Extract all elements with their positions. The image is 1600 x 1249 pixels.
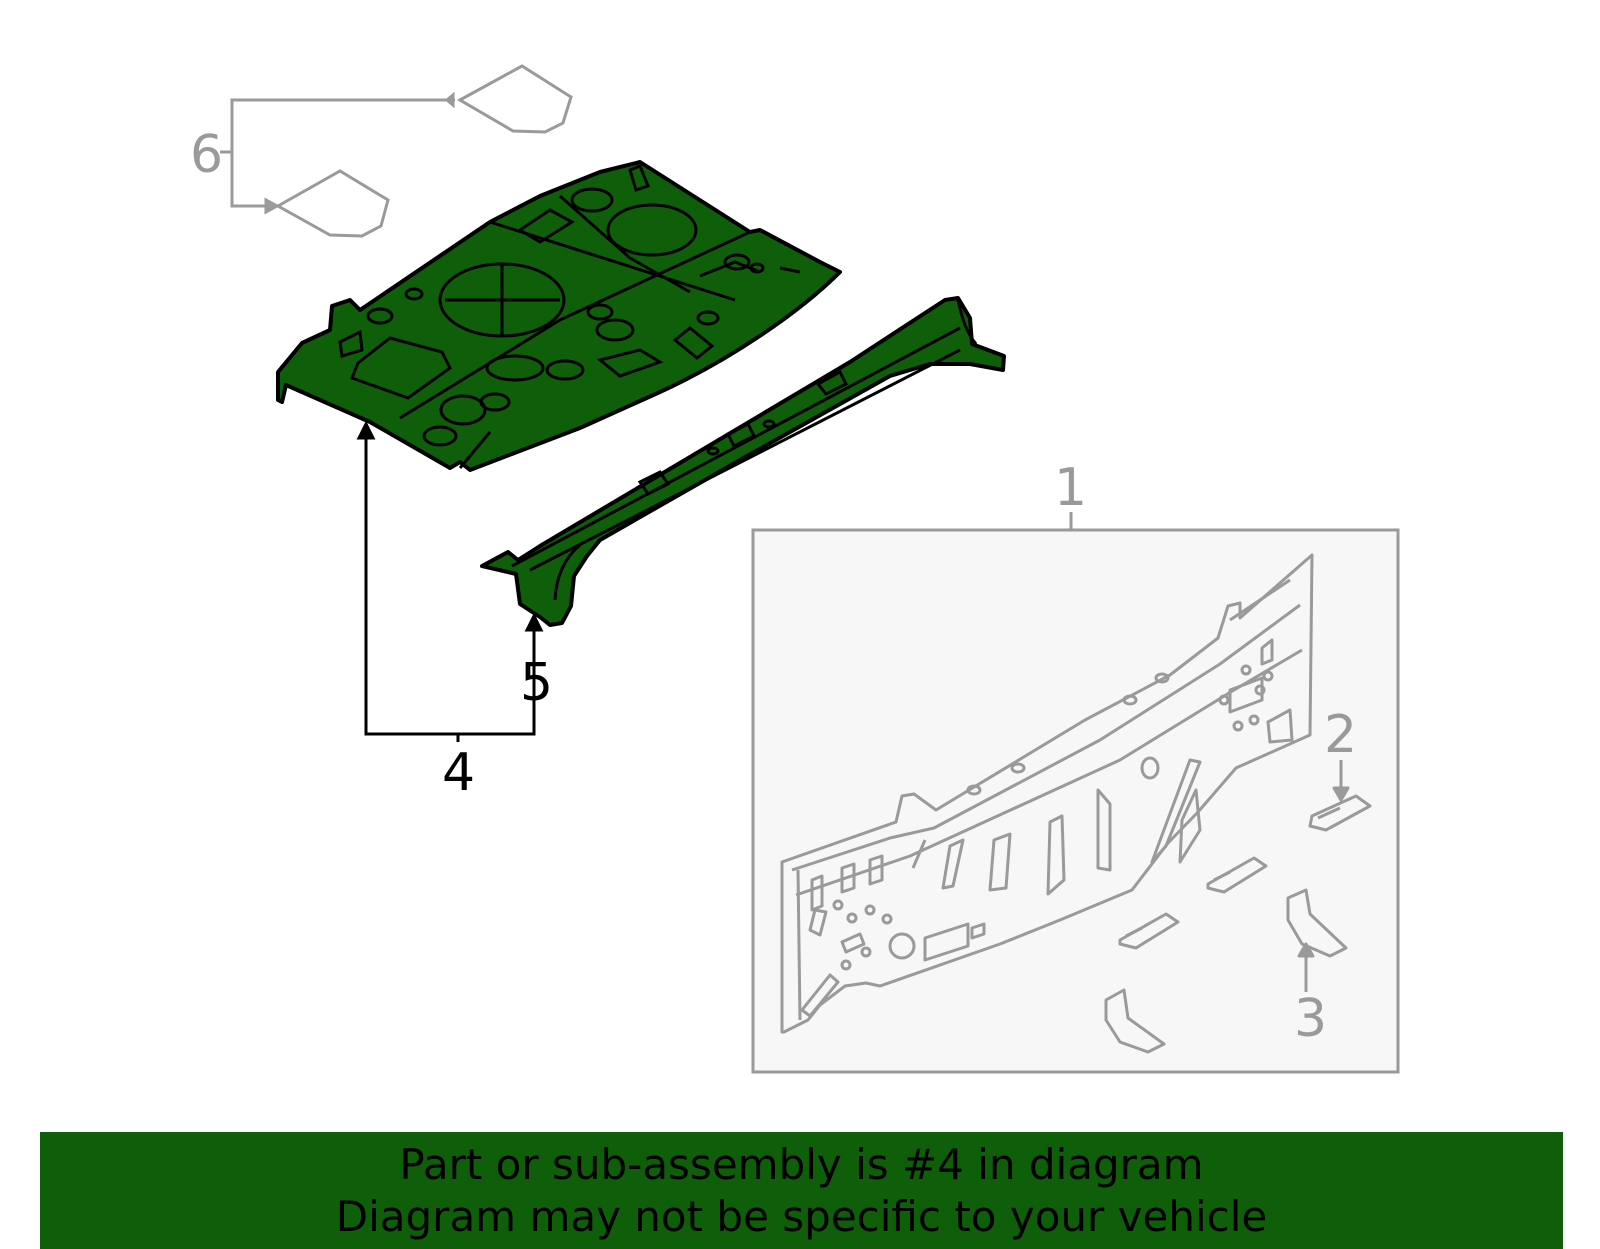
part-4-package-tray[interactable] — [276, 160, 842, 472]
callout-4: 4 — [442, 743, 475, 803]
callout-5: 5 — [520, 653, 553, 713]
callout-1: 1 — [1054, 458, 1087, 518]
info-banner: Part or sub-assembly is #4 in diagram Di… — [40, 1132, 1563, 1249]
part-1-assembly — [751, 512, 1400, 1074]
callout-2: 2 — [1324, 705, 1357, 765]
part-2-3-brackets — [1104, 760, 1372, 1054]
part-5-cross-member[interactable] — [480, 296, 1006, 627]
callout-6: 6 — [190, 125, 223, 185]
part-6-clips — [220, 64, 573, 238]
banner-line-disclaimer: Diagram may not be specific to your vehi… — [335, 1191, 1268, 1241]
callout-4-5-leaders — [356, 420, 544, 742]
callout-3: 3 — [1294, 989, 1327, 1049]
banner-line-part: Part or sub-assembly is #4 in diagram — [399, 1139, 1204, 1189]
